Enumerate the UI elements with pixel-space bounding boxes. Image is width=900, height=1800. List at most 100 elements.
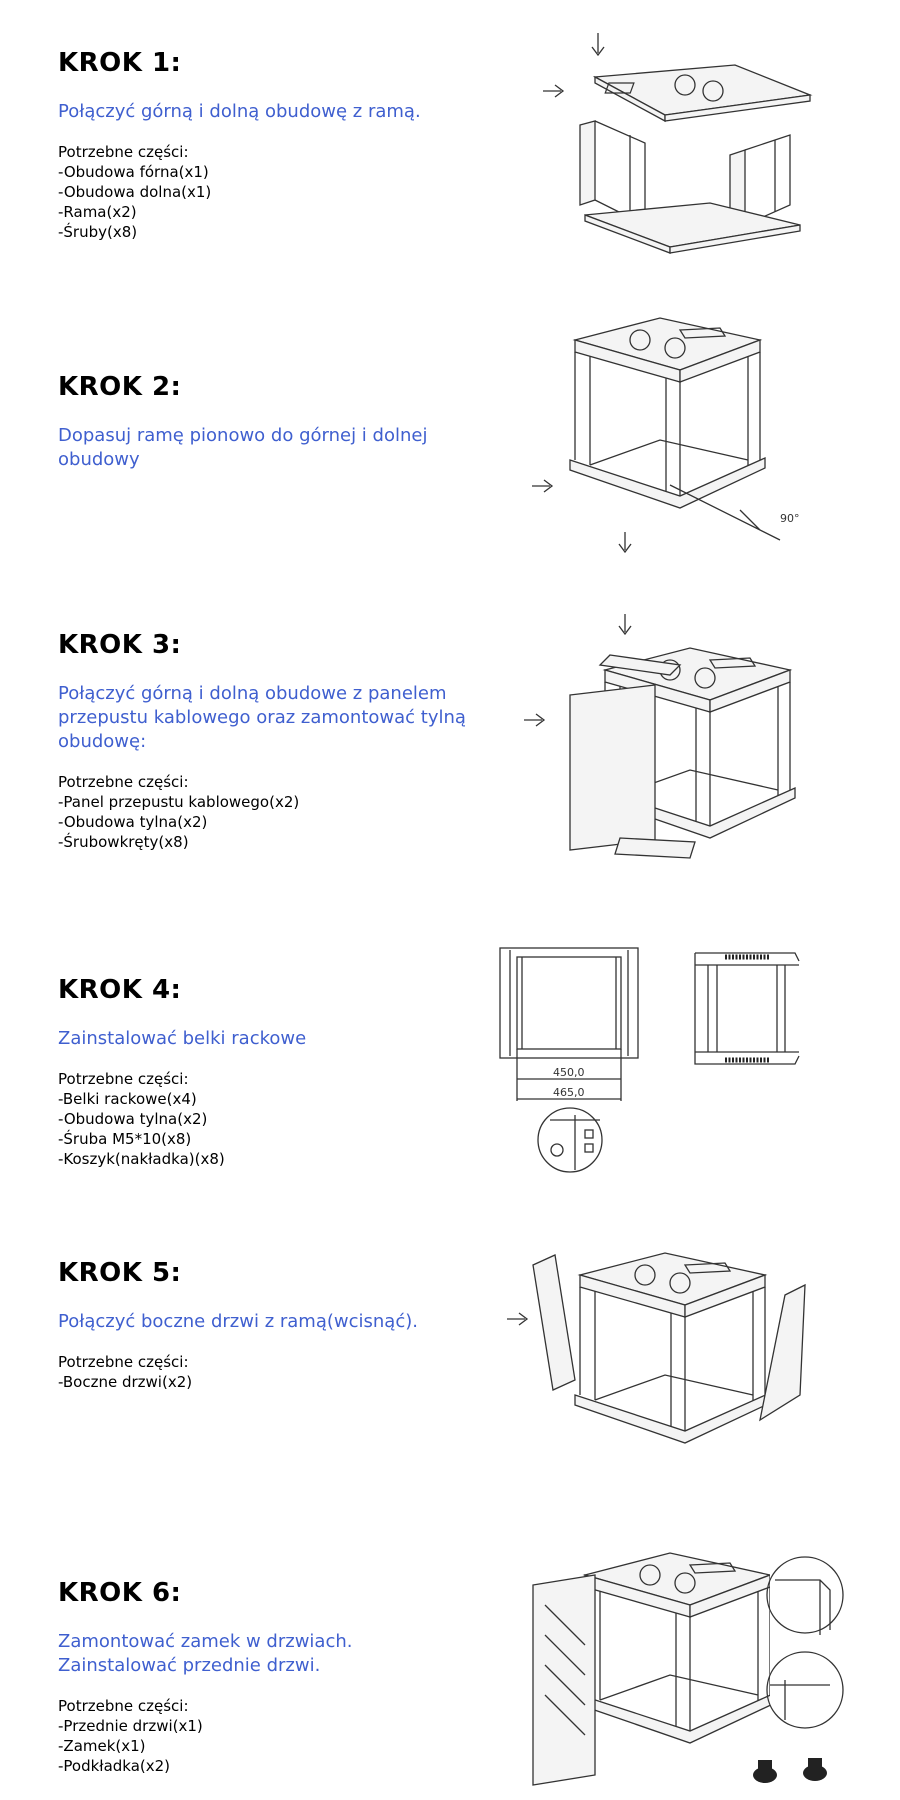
step-5: KROK 5: Połączyć boczne drzwi z ramą(wci… <box>58 1258 518 1392</box>
arrow-down-icon <box>618 532 632 554</box>
part-item: -Przednie drzwi(x1) <box>58 1717 203 1735</box>
step-description: Zainstalować belki rackowe <box>58 1027 518 1051</box>
part-item: -Śruby(x8) <box>58 223 138 241</box>
dimension-label: 465,0 <box>553 1086 585 1099</box>
cable-slot <box>678 327 727 339</box>
fan-icon <box>629 329 651 351</box>
desc-line: Połączyć górną i dolną obudowe z panelem <box>58 683 447 704</box>
fan-icon <box>694 667 716 689</box>
parts-list: Potrzebne części: -Belki rackowe(x4) -Ob… <box>58 1069 518 1169</box>
washer-icon <box>803 1758 827 1781</box>
arrow-down-icon <box>618 614 632 636</box>
part-item: -Belki rackowe(x4) <box>58 1090 197 1108</box>
fan-icon <box>669 1272 691 1294</box>
rotation-guide <box>669 484 781 541</box>
part-item: -Obudowa tylna(x2) <box>58 1110 208 1128</box>
front-view: 450,0 465,0 <box>499 947 639 1101</box>
step-3: KROK 3: Połączyć górną i dolną obudowe z… <box>58 630 518 852</box>
step-6: KROK 6: Zamontować zamek w drzwiach. Zai… <box>58 1578 518 1776</box>
part-item: -Rama(x2) <box>58 203 137 221</box>
fan-icon <box>639 1564 661 1586</box>
desc-line: przepustu kablowego oraz zamontować tyln… <box>58 707 466 728</box>
step-1: KROK 1: Połączyć górną i dolną obudowę z… <box>58 48 518 242</box>
step-description: Dopasuj ramę pionowo do górnej i dolnej … <box>58 424 518 472</box>
parts-label: Potrzebne części: <box>58 1070 189 1088</box>
arrow-down-icon <box>591 33 605 57</box>
step-title: KROK 3: <box>58 630 182 660</box>
part-item: -Podkładka(x2) <box>58 1757 171 1775</box>
cable-panel-bottom <box>614 837 696 859</box>
desc-line: Połączyć boczne drzwi z ramą(wcisnąć). <box>58 1311 418 1332</box>
parts-list: Potrzebne części: -Obudowa fórna(x1) -Ob… <box>58 142 518 242</box>
parts-label: Potrzebne części: <box>58 1697 189 1715</box>
cabinet-base-inner <box>594 1374 754 1401</box>
desc-line: obudowę: <box>58 731 147 752</box>
desc-line: Połączyć górną i dolną obudowę z ramą. <box>58 101 421 122</box>
part-item: -Obudowa tylna(x2) <box>58 813 208 831</box>
arrow-right-icon <box>524 713 546 727</box>
step-title: KROK 1: <box>58 48 182 78</box>
cable-slot <box>683 1262 732 1274</box>
parts-list: Potrzebne części: -Boczne drzwi(x2) <box>58 1352 518 1392</box>
step-title: KROK 5: <box>58 1258 182 1288</box>
cable-panel-top <box>598 654 682 676</box>
fan-icon <box>664 337 686 359</box>
angle-label: 90° <box>780 512 800 525</box>
cabinet-frame <box>579 1287 766 1435</box>
parts-list: Potrzebne części: -Przednie drzwi(x1) -Z… <box>58 1696 518 1776</box>
part-item: -Panel przepustu kablowego(x2) <box>58 793 300 811</box>
desc-line: Zamontować zamek w drzwiach. <box>58 1631 353 1652</box>
cabinet-drawing <box>574 1252 771 1444</box>
part-item: -Śruba M5*10(x8) <box>58 1130 192 1148</box>
cabinet-drawing <box>569 317 766 509</box>
step-description: Połączyć boczne drzwi z ramą(wcisnąć). <box>58 1310 518 1334</box>
technical-drawing: 450,0 465,0 <box>499 947 800 1173</box>
part-item: -Obudowa dolna(x1) <box>58 183 212 201</box>
parts-label: Potrzebne części: <box>58 1353 189 1371</box>
cabinet-base-inner <box>589 439 749 466</box>
desc-line: Zainstalować belki rackowe <box>58 1028 307 1049</box>
part-item: -Zamek(x1) <box>58 1737 146 1755</box>
side-view <box>694 952 800 1065</box>
step-title: KROK 2: <box>58 372 182 402</box>
step-4: KROK 4: Zainstalować belki rackowe Potrz… <box>58 975 518 1169</box>
hinge-detail-top <box>766 1556 844 1635</box>
exploded-cabinet-drawing <box>543 33 813 254</box>
frame-left <box>579 120 646 227</box>
back-cover <box>569 684 656 851</box>
washer-icon <box>753 1760 777 1783</box>
step-1-diagram <box>535 25 835 275</box>
cabinet-base-inner <box>599 1674 759 1701</box>
step-title: KROK 6: <box>58 1578 182 1608</box>
front-door <box>532 1574 596 1786</box>
annotations: 90° <box>532 479 800 554</box>
parts-label: Potrzebne części: <box>58 773 189 791</box>
annotations <box>524 614 696 859</box>
cable-slot <box>708 657 757 669</box>
part-item: -Obudowa fórna(x1) <box>58 163 209 181</box>
glass-hatching <box>544 1604 586 1736</box>
dimension-label: 450,0 <box>553 1066 585 1079</box>
fan-icon <box>634 1264 656 1286</box>
desc-line: obudowy <box>58 449 140 470</box>
arrow-right-icon <box>507 1312 529 1326</box>
cabinet-frame <box>574 352 761 500</box>
cabinet-top-side <box>689 1574 770 1618</box>
cable-slot <box>688 1562 737 1574</box>
parts-list: Potrzebne części: -Panel przepustu kablo… <box>58 772 518 852</box>
parts-label: Potrzebne części: <box>58 143 189 161</box>
part-item: -Boczne drzwi(x2) <box>58 1373 193 1391</box>
step-description: Zamontować zamek w drzwiach. Zainstalowa… <box>58 1630 518 1678</box>
fan-icon <box>674 1572 696 1594</box>
side-door-right <box>759 1283 806 1422</box>
detail-circle <box>537 1107 603 1173</box>
side-door-left <box>532 1254 576 1391</box>
arrow-right-icon <box>532 479 554 493</box>
top-cover <box>592 64 813 123</box>
annotations <box>532 1556 844 1786</box>
desc-line: Dopasuj ramę pionowo do górnej i dolnej <box>58 425 428 446</box>
step-4-diagram: 450,0 465,0 <box>495 930 815 1180</box>
cabinet-base <box>569 456 766 509</box>
annotations <box>507 1254 806 1422</box>
step-2: KROK 2: Dopasuj ramę pionowo do górnej i… <box>58 372 518 472</box>
